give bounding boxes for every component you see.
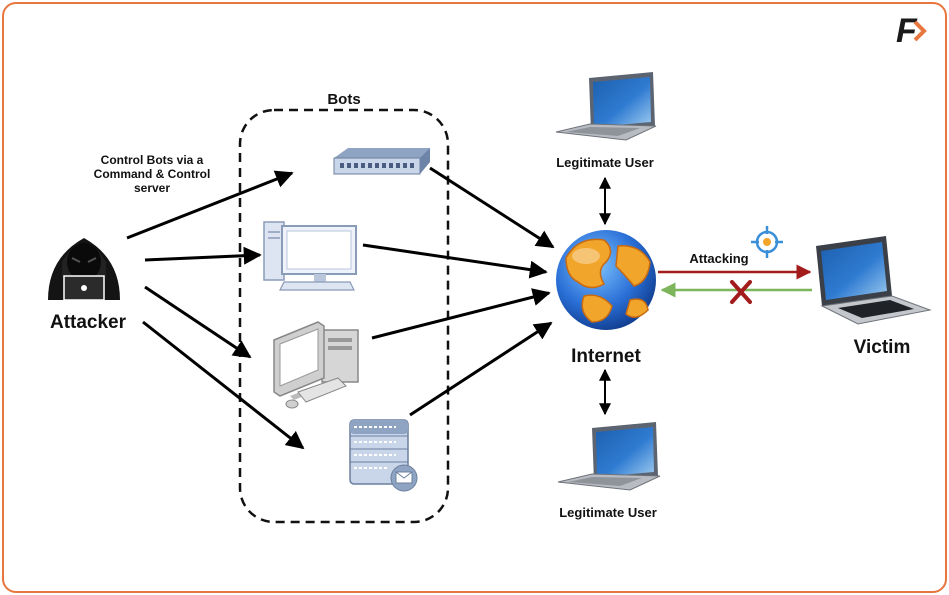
control-label-line1: Control Bots via a	[101, 153, 204, 167]
crosshair-icon	[751, 226, 783, 258]
laptop-icon	[555, 72, 657, 141]
brand-logo: F	[896, 12, 927, 50]
attacker-to-bots-arrows	[126, 170, 305, 450]
network-switch-icon	[333, 148, 430, 175]
control-label-line2: Command & Control	[94, 167, 211, 181]
mail-server-icon	[349, 419, 418, 492]
control-label-line3: server	[134, 181, 170, 195]
bots-group-box	[238, 108, 450, 524]
arrow-bot4-internet	[409, 321, 553, 417]
x-mark-icon	[730, 280, 752, 304]
attacker-label: Attacker	[50, 312, 127, 333]
arrow-attacker-bot3	[144, 285, 252, 359]
arrow-attacker-bot1	[126, 170, 294, 240]
hacker-icon	[48, 238, 120, 301]
legit-user-top-label: Legitimate User	[556, 155, 654, 170]
bots-to-internet-arrows	[362, 166, 555, 417]
internet-label: Internet	[571, 346, 641, 367]
victim-label: Victim	[854, 337, 911, 358]
arrow-bot1-internet	[429, 166, 555, 249]
legit-user-bottom-label: Legitimate User	[559, 505, 657, 520]
victim-laptop-icon	[816, 236, 932, 325]
globe-icon	[556, 230, 656, 330]
desktop-computer-icon	[263, 221, 357, 291]
arrow-bot3-internet	[371, 288, 551, 340]
attacking-label: Attacking	[689, 251, 748, 266]
arrow-attacker-bot4	[142, 320, 305, 450]
arrow-attacker-bot2	[144, 246, 262, 265]
arrow-bot2-internet	[362, 243, 548, 279]
bots-group-label: Bots	[327, 91, 360, 108]
laptop-icon-bottom	[557, 422, 661, 491]
logo-letter: F	[896, 12, 918, 50]
workstation-icon	[273, 321, 359, 409]
logo-chevron-icon	[913, 20, 927, 42]
